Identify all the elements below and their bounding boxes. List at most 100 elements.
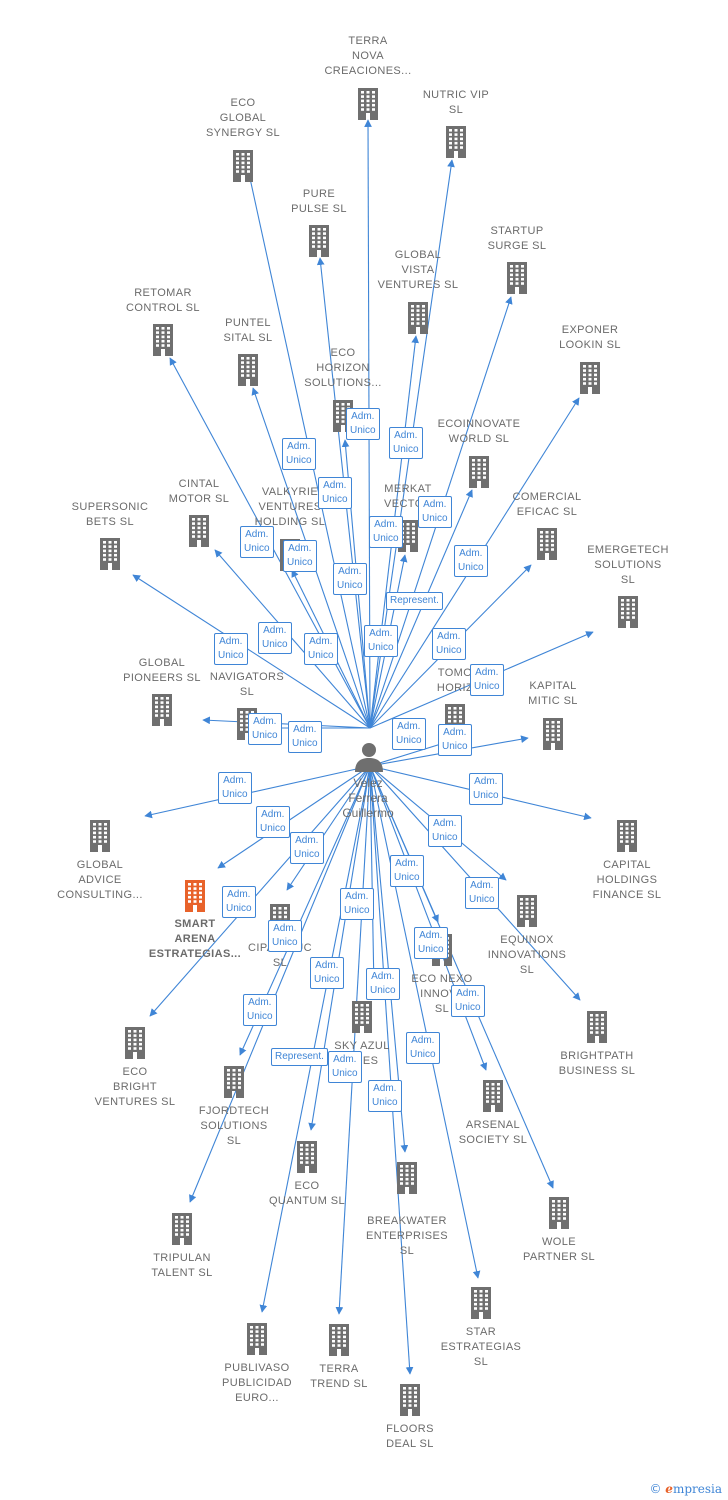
- company-label[interactable]: ECO QUANTUM SL: [268, 1180, 346, 1207]
- company-node-cintal-motor[interactable]: CINTAL MOTOR SL: [139, 477, 259, 547]
- company-node-nutric-vip[interactable]: NUTRIC VIP SL: [396, 88, 516, 158]
- company-label[interactable]: STAR ESTRATEGIAS SL: [440, 1326, 522, 1368]
- company-node-pure-pulse[interactable]: PURE PULSE SL: [259, 187, 379, 257]
- company-label[interactable]: RETOMAR CONTROL SL: [126, 287, 200, 314]
- company-node-global-pioneers[interactable]: GLOBAL PIONEERS SL: [102, 656, 222, 726]
- relation-badge-adm-unico[interactable]: Adm. Unico: [470, 664, 504, 696]
- company-node-wole-partner[interactable]: WOLE PARTNER SL: [499, 1195, 619, 1265]
- company-node-tripulan-talent[interactable]: TRIPULAN TALENT SL: [122, 1211, 242, 1281]
- company-label[interactable]: CINTAL MOTOR SL: [168, 478, 230, 505]
- company-label[interactable]: ECOINNOVATE WORLD SL: [437, 418, 521, 445]
- relation-badge-adm-unico[interactable]: Adm. Unico: [218, 772, 252, 804]
- company-node-star-estrategias[interactable]: STAR ESTRATEGIAS SL: [421, 1285, 541, 1370]
- company-node-publivaso[interactable]: PUBLIVASO PUBLICIDAD EURO...: [197, 1321, 317, 1406]
- company-node-kapital-mitic[interactable]: KAPITAL MITIC SL: [493, 679, 613, 750]
- relation-badge-adm-unico[interactable]: Adm. Unico: [438, 724, 472, 756]
- company-node-equinox[interactable]: EQUINOX INNOVATIONS SL: [467, 893, 587, 978]
- company-node-terra-nova[interactable]: TERRA NOVA CREACIONES...: [308, 34, 428, 120]
- relation-badge-adm-unico[interactable]: Adm. Unico: [414, 927, 448, 959]
- company-node-fjordtech[interactable]: FJORDTECH SOLUTIONS SL: [174, 1064, 294, 1149]
- company-label[interactable]: COMERCIAL EFICAC SL: [512, 491, 582, 518]
- relation-badge-adm-unico[interactable]: Adm. Unico: [451, 985, 485, 1017]
- company-label[interactable]: CAPITAL HOLDINGS FINANCE SL: [592, 859, 662, 901]
- company-node-emergetech[interactable]: EMERGETECH SOLUTIONS SL: [568, 543, 688, 628]
- company-label[interactable]: SMART ARENA ESTRATEGIAS...: [148, 918, 242, 960]
- relation-badge-adm-unico[interactable]: Adm. Unico: [454, 545, 488, 577]
- company-label[interactable]: ECO HORIZON SOLUTIONS...: [304, 347, 382, 389]
- company-label[interactable]: TRIPULAN TALENT SL: [151, 1252, 213, 1279]
- company-node-capital-holdings[interactable]: CAPITAL HOLDINGS FINANCE SL: [567, 818, 687, 903]
- company-label[interactable]: ECO BRIGHT VENTURES SL: [94, 1066, 176, 1108]
- company-node-ecoinnovate-world[interactable]: ECOINNOVATE WORLD SL: [419, 417, 539, 488]
- company-label[interactable]: ECO GLOBAL SYNERGY SL: [205, 97, 281, 139]
- relation-badge-adm-unico[interactable]: Adm. Unico: [240, 526, 274, 558]
- relation-badge-adm-unico[interactable]: Adm. Unico: [318, 477, 352, 509]
- relation-badge-adm-unico[interactable]: Adm. Unico: [465, 877, 499, 909]
- relation-badge-adm-unico[interactable]: Adm. Unico: [390, 855, 424, 887]
- relation-badge-represent[interactable]: Represent.: [386, 592, 443, 610]
- company-node-supersonic-bets[interactable]: SUPERSONIC BETS SL: [50, 500, 170, 570]
- relation-badge-adm-unico[interactable]: Adm. Unico: [432, 628, 466, 660]
- company-label[interactable]: BREAKWATER ENTERPRISES SL: [365, 1215, 449, 1257]
- company-label[interactable]: ARSENAL SOCIETY SL: [458, 1119, 528, 1146]
- relation-badge-adm-unico[interactable]: Adm. Unico: [222, 886, 256, 918]
- company-node-global-advice[interactable]: GLOBAL ADVICE CONSULTING...: [40, 818, 160, 903]
- company-label[interactable]: EMERGETECH SOLUTIONS SL: [587, 544, 669, 586]
- company-label[interactable]: TOMO HORIZ: [436, 667, 474, 694]
- relation-badge-adm-unico[interactable]: Adm. Unico: [304, 633, 338, 665]
- company-label[interactable]: NUTRIC VIP SL: [422, 89, 490, 116]
- relation-badge-adm-unico[interactable]: Adm. Unico: [290, 832, 324, 864]
- company-node-smart-arena[interactable]: SMART ARENA ESTRATEGIAS...: [135, 878, 255, 962]
- company-label[interactable]: GLOBAL VISTA VENTURES SL: [377, 249, 459, 291]
- company-node-arsenal[interactable]: ARSENAL SOCIETY SL: [433, 1078, 553, 1148]
- company-label[interactable]: PURE PULSE SL: [291, 188, 347, 215]
- relation-badge-adm-unico[interactable]: Adm. Unico: [364, 625, 398, 657]
- company-label[interactable]: FJORDTECH SOLUTIONS SL: [198, 1105, 270, 1147]
- relation-badge-adm-unico[interactable]: Adm. Unico: [389, 427, 423, 459]
- relation-badge-adm-unico[interactable]: Adm. Unico: [368, 1080, 402, 1112]
- company-node-terra-trend[interactable]: TERRA TREND SL: [279, 1322, 399, 1392]
- company-node-eco-quantum[interactable]: ECO QUANTUM SL: [247, 1139, 367, 1209]
- company-node-eco-horizon[interactable]: ECO HORIZON SOLUTIONS...: [283, 346, 403, 432]
- person-icon[interactable]: [352, 740, 386, 774]
- relation-badge-adm-unico[interactable]: Adm. Unico: [340, 888, 374, 920]
- company-label[interactable]: EQUINOX INNOVATIONS SL: [487, 934, 567, 976]
- company-label[interactable]: SUPERSONIC BETS SL: [71, 501, 149, 528]
- company-node-puntel-sital[interactable]: PUNTEL SITAL SL: [188, 316, 308, 386]
- relation-badge-adm-unico[interactable]: Adm. Unico: [392, 718, 426, 750]
- company-label[interactable]: BRIGHTPATH BUSINESS SL: [558, 1050, 636, 1077]
- relation-badge-adm-unico[interactable]: Adm. Unico: [366, 968, 400, 1000]
- company-label[interactable]: TERRA TREND SL: [310, 1363, 368, 1390]
- company-node-exponer-lookin[interactable]: EXPONER LOOKIN SL: [530, 323, 650, 394]
- company-label[interactable]: VALKYRIE VENTURES HOLDING SL: [254, 486, 326, 528]
- company-label[interactable]: FLOORS DEAL SL: [386, 1423, 434, 1450]
- relation-badge-adm-unico[interactable]: Adm. Unico: [248, 713, 282, 745]
- company-label[interactable]: PUBLIVASO PUBLICIDAD EURO...: [221, 1362, 293, 1404]
- relation-badge-adm-unico[interactable]: Adm. Unico: [406, 1032, 440, 1064]
- company-node-retomar-control[interactable]: RETOMAR CONTROL SL: [103, 286, 223, 356]
- company-node-eco-global-synergy[interactable]: ECO GLOBAL SYNERGY SL: [183, 96, 303, 182]
- company-node-comercial-eficac[interactable]: COMERCIAL EFICAC SL: [487, 490, 607, 560]
- relation-badge-adm-unico[interactable]: Adm. Unico: [258, 622, 292, 654]
- relation-badge-adm-unico[interactable]: Adm. Unico: [243, 994, 277, 1026]
- relation-badge-adm-unico[interactable]: Adm. Unico: [346, 408, 380, 440]
- person-name[interactable]: Velez Ferrera Guillermo: [342, 776, 394, 820]
- relation-badge-adm-unico[interactable]: Adm. Unico: [418, 496, 452, 528]
- company-label[interactable]: KAPITAL MITIC SL: [528, 680, 578, 707]
- relation-badge-adm-unico[interactable]: Adm. Unico: [282, 438, 316, 470]
- relation-badge-adm-unico[interactable]: Adm. Unico: [328, 1051, 362, 1083]
- company-label[interactable]: GLOBAL PIONEERS SL: [123, 657, 201, 684]
- relation-badge-adm-unico[interactable]: Adm. Unico: [369, 516, 403, 548]
- relation-badge-adm-unico[interactable]: Adm. Unico: [333, 563, 367, 595]
- company-node-breakwater[interactable]: BREAKWATER ENTERPRISES SL: [347, 1160, 467, 1259]
- relation-badge-adm-unico[interactable]: Adm. Unico: [268, 920, 302, 952]
- company-label[interactable]: NAVIGATORS SL: [209, 671, 285, 698]
- company-label[interactable]: GLOBAL ADVICE CONSULTING...: [57, 859, 143, 901]
- relation-badge-adm-unico[interactable]: Adm. Unico: [283, 540, 317, 572]
- relation-badge-adm-unico[interactable]: Adm. Unico: [469, 773, 503, 805]
- company-label[interactable]: TERRA NOVA CREACIONES...: [324, 35, 412, 77]
- company-label[interactable]: STARTUP SURGE SL: [487, 225, 547, 252]
- company-node-global-vista[interactable]: GLOBAL VISTA VENTURES SL: [358, 248, 478, 334]
- relation-badge-adm-unico[interactable]: Adm. Unico: [310, 957, 344, 989]
- company-node-startup-surge[interactable]: STARTUP SURGE SL: [457, 224, 577, 294]
